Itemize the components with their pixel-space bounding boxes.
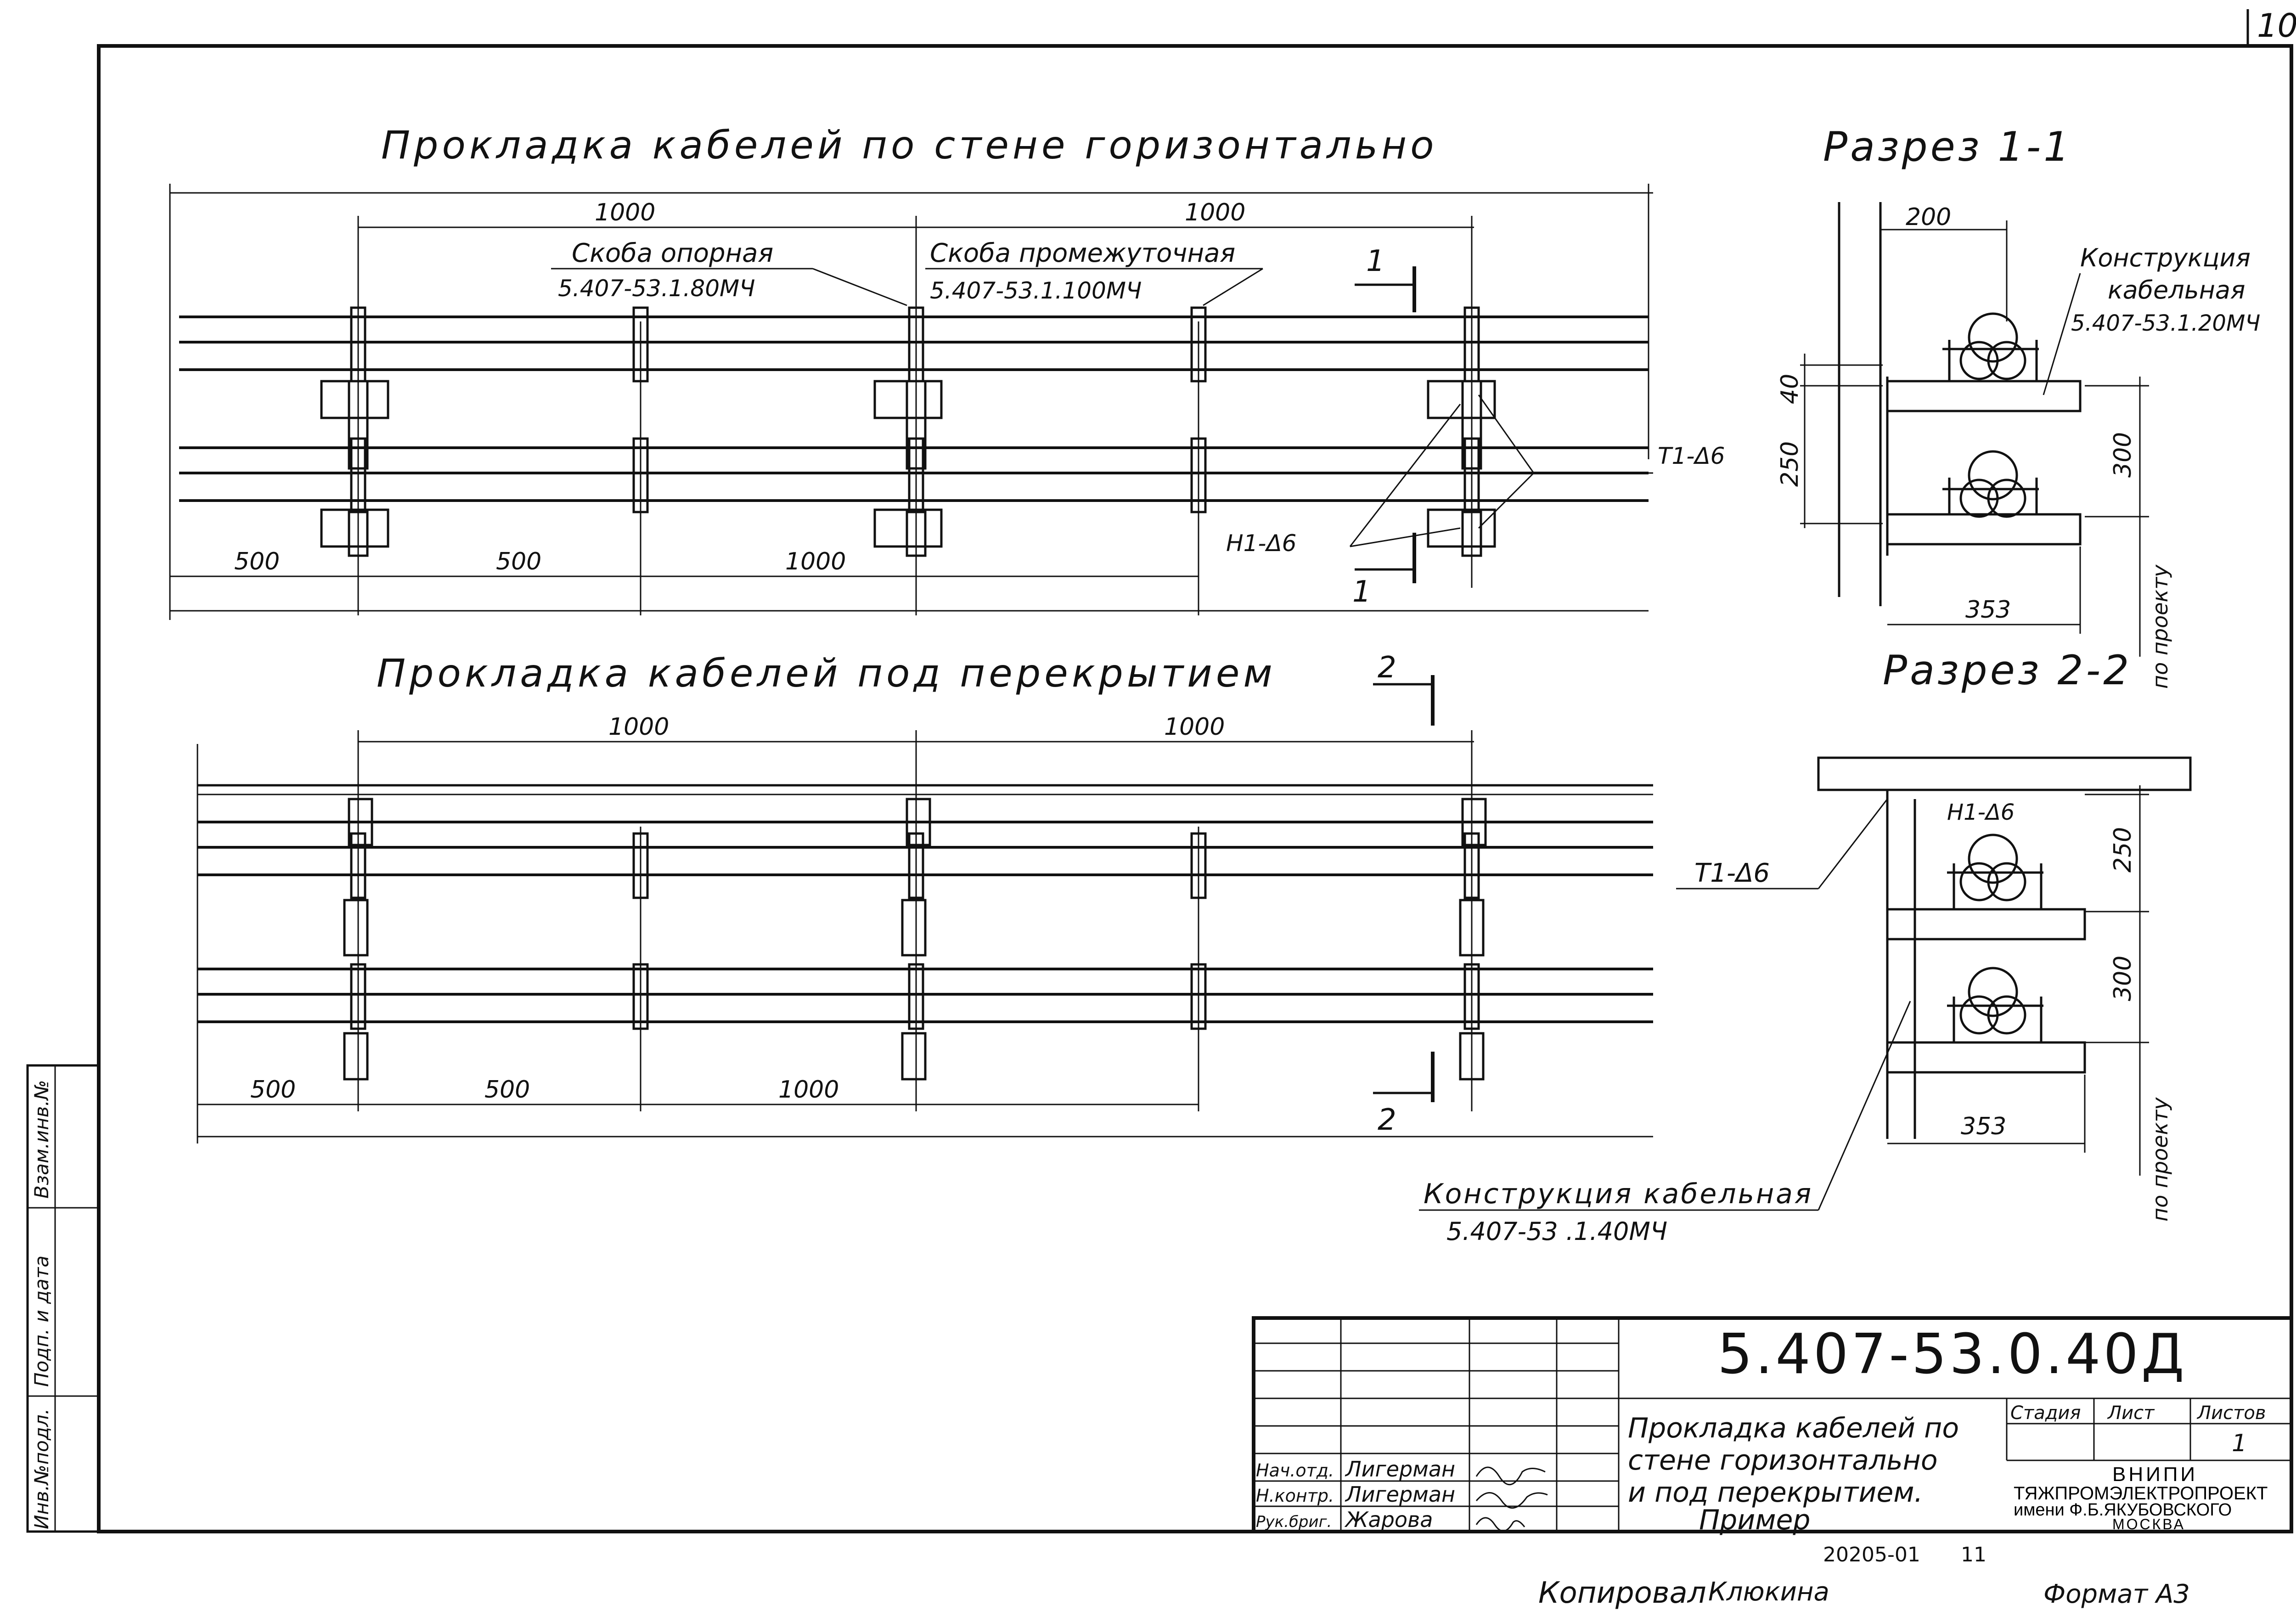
name-3: Жарова (1344, 1507, 1433, 1532)
copied-by: Копировал (1538, 1576, 1706, 1610)
section2-po-proektu: по проекту (2148, 1097, 2172, 1222)
ceiling-view: Прокладка кабелей под перекрытием 1000 1… (197, 651, 1653, 1143)
wall-code-inter: 5.407-53.1.100МЧ (930, 277, 1142, 304)
section2-dim-250: 250 (2109, 827, 2137, 873)
wall-view: Прокладка кабелей по стене горизонтально… (169, 123, 1725, 620)
section2-dim-300: 300 (2109, 956, 2137, 1001)
section2-construction-label: Конструкция кабельная (1424, 1178, 1813, 1210)
col-sheets: Листов (2196, 1403, 2266, 1424)
section1-construction-label-1: Конструкция (2080, 243, 2251, 272)
doc-title-2: стене горизонтально (1628, 1444, 1938, 1476)
sheet-frame (97, 44, 2293, 1533)
ceiling-dim-top-1: 1000 (608, 713, 669, 741)
wall-dim-bot-1: 500 (234, 548, 280, 575)
org-4: МОСКВА (2112, 1516, 2185, 1532)
role-2: Н.контр. (1256, 1486, 1334, 1506)
section1-dim-300: 300 (2109, 432, 2137, 478)
signature-1 (1475, 1466, 1546, 1486)
ceiling-view-title: Прокладка кабелей под перекрытием (377, 651, 1276, 696)
col-stage: Стадия (2010, 1403, 2081, 1424)
ceiling-dim-bot-3: 1000 (778, 1076, 839, 1104)
sheets-value: 1 (2232, 1430, 2247, 1457)
ceiling-dim-top-2: 1000 (1164, 713, 1225, 741)
ceiling-dim-bot-2: 500 (484, 1076, 530, 1104)
wall-mark-n1: Н1-Δ6 (1226, 530, 1296, 557)
ceiling-cut-label-top: 2 (1378, 651, 1396, 685)
role-3: Рук.бриг. (1256, 1513, 1332, 1531)
section-1-1: Разрез 1-1 200 40 250 300 353 по про (1776, 123, 2260, 689)
name-2: Лигерман (1345, 1482, 1455, 1507)
section1-dim-353: 353 (1965, 596, 2011, 624)
doc-title-4: Пример (1699, 1504, 1810, 1536)
section2-title: Разрез 2-2 (1883, 647, 2132, 694)
org-3: имени Ф.Б.ЯКУБОВСКОГО (2014, 1500, 2232, 1520)
copier: Клюкина (1708, 1577, 1829, 1607)
stamp-vzam: Взам.инв.№ (30, 1080, 53, 1199)
wall-label-inter: Скоба промежуточная (930, 238, 1235, 268)
wall-cut-label-top: 1 (1366, 244, 1385, 278)
doc-code: 5.407-53.0.40Д (1717, 1323, 2187, 1386)
page-number: 10 (2257, 7, 2296, 45)
wall-label-support: Скоба опорная (572, 238, 773, 268)
section1-dim-40: 40 (1776, 374, 1804, 404)
doc-title-1: Прокладка кабелей по (1628, 1412, 1959, 1444)
section2-mark-t1: Т1-Δ6 (1694, 858, 1770, 888)
wall-view-title: Прокладка кабелей по стене горизонтально (381, 123, 1438, 168)
section-2-2: Разрез 2-2 Н1-Δ6 Т1-Δ6 250 300 353 по пр… (1419, 647, 2192, 1246)
section1-title: Разрез 1-1 (1823, 123, 2072, 170)
section2-dim-353: 353 (1961, 1113, 2006, 1140)
section1-construction-label-2: кабельная (2108, 276, 2245, 304)
section2-construction-code: 5.407-53 .1.40МЧ (1446, 1217, 1667, 1246)
stamp-inv: Инв.№подл. (30, 1408, 53, 1529)
org-1: ВНИПИ (2112, 1463, 2198, 1486)
side-stamp: Взам.инв.№ Подп. и дата Инв.№подл. (26, 1064, 100, 1533)
wall-dim-top-2: 1000 (1185, 199, 1245, 226)
wall-dim-bot-2: 500 (496, 548, 541, 575)
section1-dim-250: 250 (1776, 441, 1804, 487)
ceiling-cut-label-bottom: 2 (1378, 1103, 1396, 1137)
signature-2 (1475, 1492, 1548, 1509)
section2-mark-n1: Н1-Δ6 (1947, 800, 2015, 825)
wall-dim-bot-3: 1000 (785, 548, 846, 575)
role-1: Нач.отд. (1256, 1460, 1334, 1481)
col-sheet: Лист (2107, 1403, 2155, 1424)
section1-po-proektu: по проекту (2148, 564, 2172, 689)
section1-construction-code: 5.407-53.1.20МЧ (2071, 310, 2260, 336)
wall-mark-t1: Т1-Δ6 (1658, 443, 1725, 469)
archive-sheet: 11 (1961, 1543, 1986, 1566)
wall-cut-label-bottom: 1 (1352, 575, 1371, 609)
org-2: ТЯЖПРОМЭЛЕКТРОПРОЕКТ (2014, 1483, 2268, 1504)
ceiling-dim-bot-1: 500 (250, 1076, 296, 1104)
stamp-podp: Подп. и дата (30, 1256, 53, 1387)
archive-no: 20205-01 (1823, 1543, 1920, 1566)
wall-dim-top-1: 1000 (595, 199, 655, 226)
doc-title-3: и под перекрытием. (1628, 1476, 1923, 1509)
wall-code-support: 5.407-53.1.80МЧ (558, 275, 755, 302)
title-block: Нач.отд. Лигерман Н.контр. Лигерман Рук.… (1252, 1316, 2293, 1536)
signature-3 (1475, 1517, 1525, 1532)
name-1: Лигерман (1345, 1457, 1455, 1481)
section1-dim-200: 200 (1906, 203, 1951, 231)
format: Формат А3 (2043, 1579, 2190, 1609)
